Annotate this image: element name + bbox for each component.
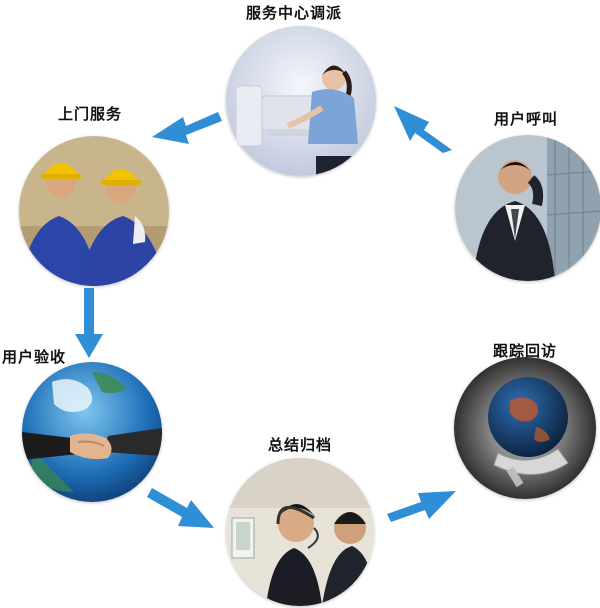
handshake-over-globe-photo xyxy=(22,362,162,502)
arrow-dispatch-to-onsite xyxy=(152,112,222,144)
label-accept: 用户验收 xyxy=(2,348,67,366)
node-dispatch xyxy=(226,26,376,176)
node-call xyxy=(455,135,600,281)
arrow-call-to-dispatch xyxy=(394,106,452,153)
node-followup xyxy=(454,357,596,499)
arrow-onsite-to-accept xyxy=(75,288,103,358)
label-archive: 总结归档 xyxy=(268,436,333,454)
businessman-on-phone-photo xyxy=(455,135,600,281)
office-staff-with-headsets-photo xyxy=(226,458,374,606)
label-onsite: 上门服务 xyxy=(58,105,123,123)
label-followup: 跟踪回访 xyxy=(493,342,558,360)
arrow-accept-to-archive xyxy=(147,488,214,528)
call-center-operator-photo xyxy=(226,26,376,176)
label-call: 用户呼叫 xyxy=(494,110,559,128)
node-accept xyxy=(22,362,162,502)
label-dispatch: 服务中心调派 xyxy=(246,4,343,22)
node-archive xyxy=(226,458,374,606)
globe-with-telephone-photo xyxy=(454,357,596,499)
arrow-archive-to-followup xyxy=(387,491,456,522)
